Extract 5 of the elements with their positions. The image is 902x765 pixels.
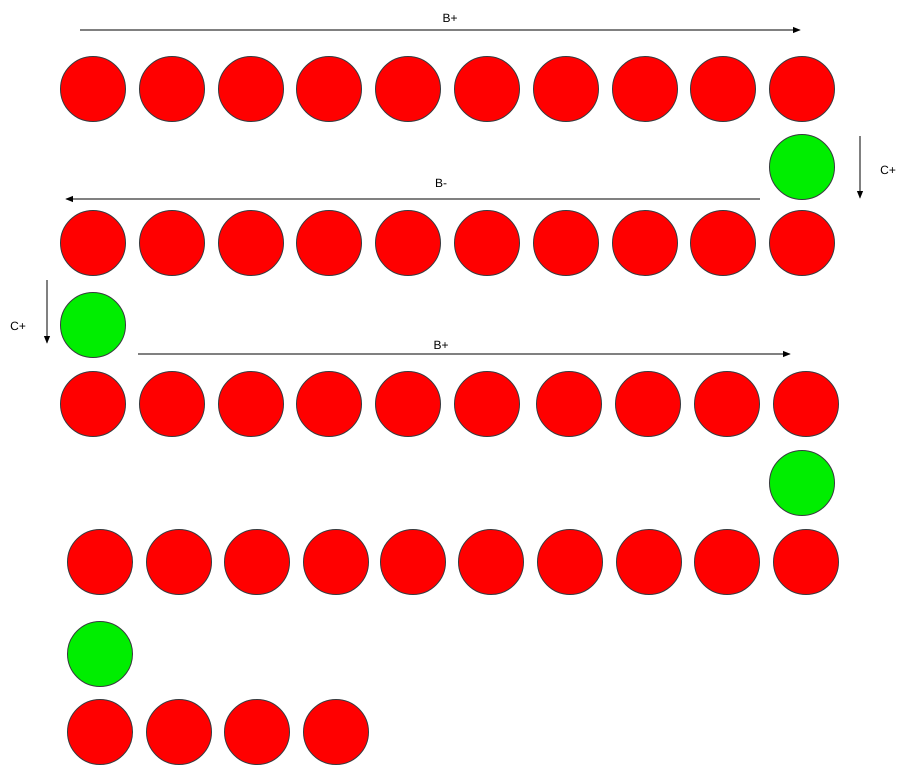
direction-label: C+ [10, 319, 26, 333]
direction-label: B- [435, 176, 447, 190]
direction-label: B+ [442, 11, 458, 25]
direction-label: C+ [880, 163, 896, 177]
direction-label: B+ [434, 338, 448, 352]
